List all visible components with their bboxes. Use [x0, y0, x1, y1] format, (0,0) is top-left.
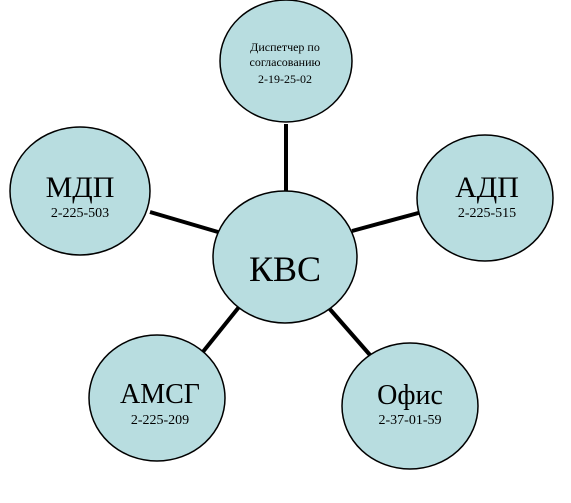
connectors: [149, 124, 423, 357]
node-mdp-phone: 2-225-503: [51, 206, 109, 221]
node-dispatcher-circle: [219, 0, 353, 123]
node-amsg-circle: [88, 334, 226, 462]
node-center-title: КВС: [249, 249, 321, 289]
node-dispatcher-title-line1: Диспетчер по: [250, 40, 320, 54]
node-mdp-title: МДП: [46, 171, 115, 204]
node-office-circle: [341, 342, 479, 470]
node-amsg-phone: 2-225-209: [131, 413, 189, 428]
node-center: КВС: [212, 190, 358, 324]
node-office-title: Офис: [377, 380, 443, 411]
node-mdp: МДП 2-225-503: [9, 126, 151, 256]
node-office: Офис 2-37-01-59: [341, 342, 479, 470]
connector-mdp: [149, 210, 219, 234]
node-mdp-circle: [9, 126, 151, 256]
node-dispatcher-phone: 2-19-25-02: [258, 72, 312, 86]
node-office-phone: 2-37-01-59: [379, 413, 442, 428]
connector-amsg: [200, 300, 245, 355]
connector-adp: [351, 210, 423, 233]
node-center-circle: [212, 190, 358, 324]
node-adp-circle: [416, 134, 554, 262]
node-adp: АДП 2-225-515: [416, 134, 554, 262]
node-dispatcher: Диспетчер по согласованию 2-19-25-02: [219, 0, 353, 123]
node-amsg: АМСГ 2-225-209: [88, 334, 226, 462]
node-amsg-title: АМСГ: [120, 379, 200, 410]
node-dispatcher-title-line2: согласованию: [250, 55, 321, 69]
node-adp-title: АДП: [455, 171, 519, 204]
node-adp-phone: 2-225-515: [458, 206, 516, 221]
connector-office: [326, 305, 372, 357]
